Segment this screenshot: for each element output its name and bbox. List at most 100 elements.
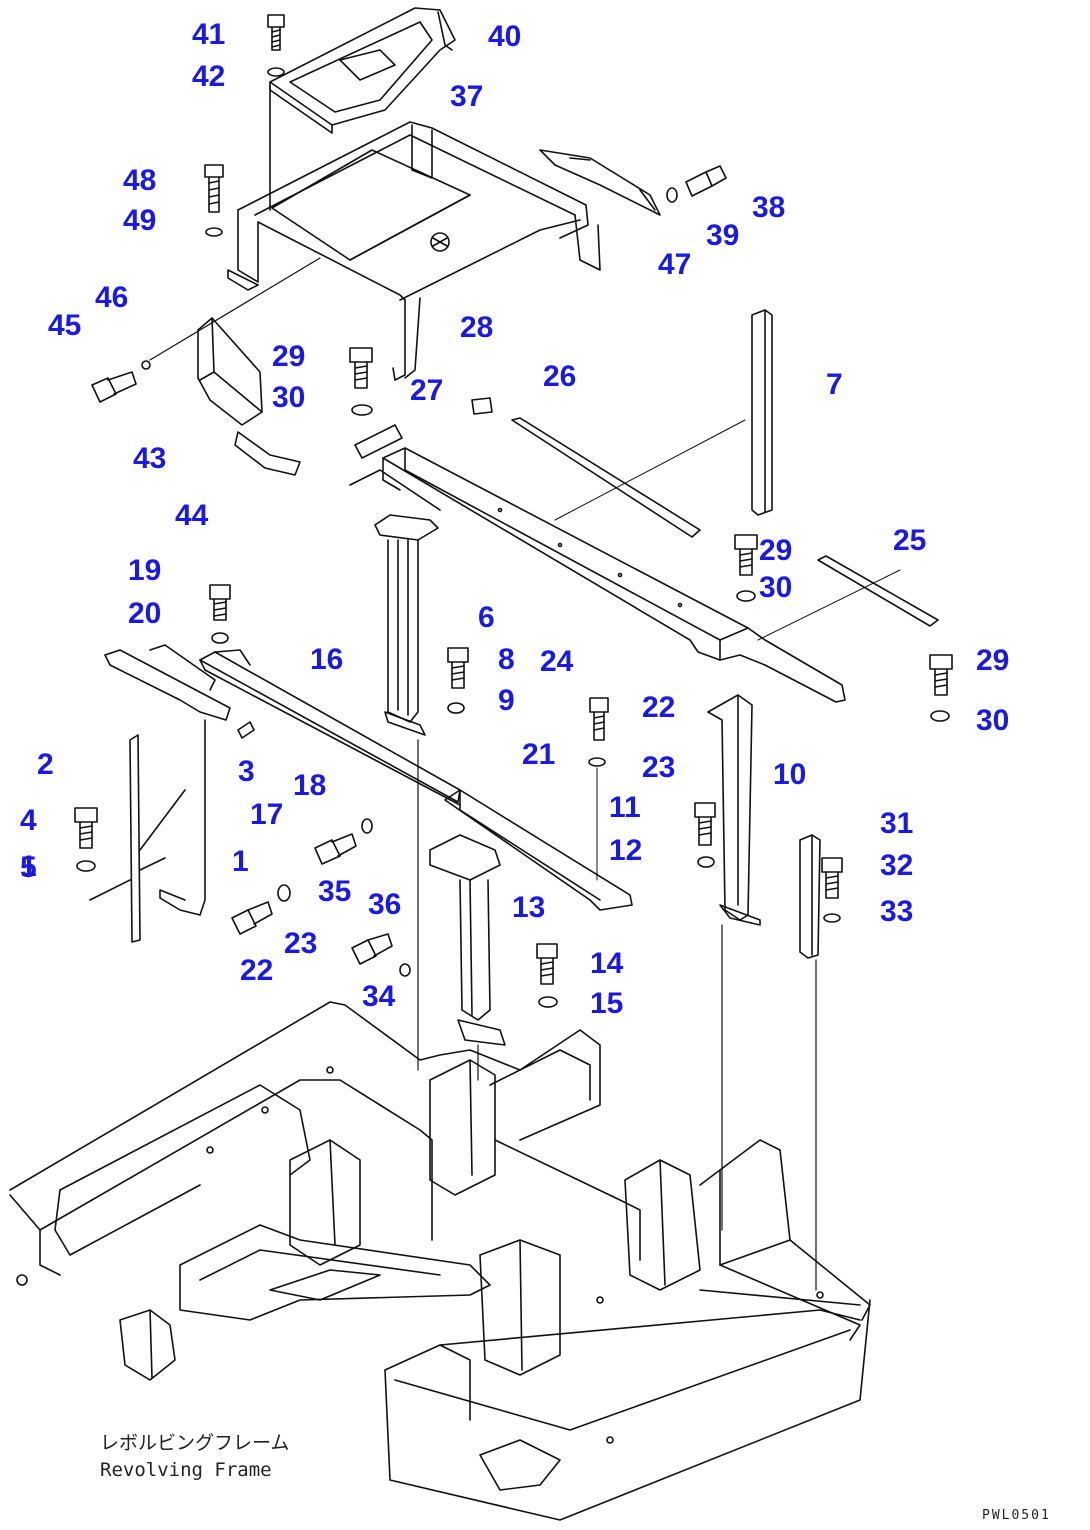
part-label: 43 bbox=[133, 442, 167, 475]
washer-9 bbox=[447, 702, 465, 714]
washer-18 bbox=[361, 818, 373, 834]
plate-44 bbox=[234, 431, 301, 476]
bolt-48 bbox=[204, 164, 224, 213]
washer-49 bbox=[205, 227, 223, 237]
part-label: 21 bbox=[522, 738, 556, 771]
part-label: 23 bbox=[284, 927, 318, 960]
washer-15 bbox=[538, 996, 558, 1008]
bracket-1 bbox=[104, 644, 231, 916]
part-label: 12 bbox=[609, 834, 643, 867]
part-label: 2 bbox=[37, 748, 54, 781]
part-label: 29 bbox=[272, 340, 306, 373]
bar-7 bbox=[751, 309, 773, 516]
part-label: 14 bbox=[590, 947, 624, 980]
post-13 bbox=[429, 834, 506, 1046]
part-label: 24 bbox=[540, 645, 574, 678]
bolt-17 bbox=[314, 833, 357, 865]
part-label: 32 bbox=[880, 849, 914, 882]
cover-43 bbox=[197, 317, 263, 426]
washer-23-b bbox=[277, 884, 291, 902]
part-label: 13 bbox=[512, 891, 546, 924]
part-label: 5 bbox=[20, 851, 37, 884]
spacer-3 bbox=[237, 721, 255, 739]
leader-25 bbox=[757, 569, 901, 641]
part-label: 23 bbox=[642, 751, 676, 784]
washer-30-a bbox=[351, 404, 373, 416]
bolt-38 bbox=[666, 165, 727, 203]
bar-27 bbox=[354, 424, 403, 459]
leader-7 bbox=[554, 419, 746, 521]
part-label: 20 bbox=[128, 597, 162, 630]
bracket-47 bbox=[539, 149, 661, 216]
plate-2 bbox=[89, 734, 186, 943]
frame-37 bbox=[227, 121, 601, 381]
washer-33 bbox=[823, 913, 841, 923]
part-label: 4 bbox=[20, 804, 37, 837]
bolt-41 bbox=[267, 14, 285, 51]
part-label: 25 bbox=[893, 524, 927, 557]
washer-30-c bbox=[930, 710, 950, 722]
part-label: 40 bbox=[488, 20, 522, 53]
bolt-29-a bbox=[349, 347, 373, 389]
bar-21 bbox=[444, 789, 633, 911]
part-label: 1 bbox=[232, 845, 249, 878]
part-label: 41 bbox=[192, 18, 226, 51]
washer-42 bbox=[267, 67, 285, 77]
part-label: 49 bbox=[123, 204, 157, 237]
part-label: 8 bbox=[498, 643, 515, 676]
bolt-22-a bbox=[589, 697, 609, 741]
part-label: 37 bbox=[450, 80, 484, 113]
part-label: 19 bbox=[128, 554, 162, 587]
part-label: 48 bbox=[123, 164, 157, 197]
leader-45 bbox=[149, 257, 321, 361]
washer-20 bbox=[211, 632, 229, 644]
part-label: 3 bbox=[238, 755, 255, 788]
bolt-8 bbox=[447, 647, 469, 689]
bolt-45 bbox=[91, 360, 151, 403]
caption-english: Revolving Frame bbox=[100, 1459, 272, 1481]
part-label: 22 bbox=[240, 954, 274, 987]
cover-plate-40 bbox=[269, 7, 456, 134]
part-label: 18 bbox=[293, 769, 327, 802]
part-label: 10 bbox=[773, 758, 807, 791]
drawing-code: PWL0501 bbox=[982, 1508, 1051, 1523]
part-label: 38 bbox=[752, 191, 786, 224]
part-label: 42 bbox=[192, 60, 226, 93]
part-label: 35 bbox=[318, 875, 352, 908]
part-label: 29 bbox=[759, 534, 793, 567]
bolt-32 bbox=[821, 857, 843, 899]
post-6 bbox=[349, 469, 441, 736]
part-label: 44 bbox=[175, 499, 209, 532]
part-label: 7 bbox=[826, 368, 843, 401]
part-label: 11 bbox=[609, 791, 641, 824]
part-label: 36 bbox=[368, 888, 402, 921]
part-label: 31 bbox=[880, 807, 914, 840]
bar-28 bbox=[471, 397, 493, 415]
part-label: 17 bbox=[250, 798, 284, 831]
revolving-frame bbox=[9, 1001, 871, 1521]
part-label: 34 bbox=[362, 980, 396, 1013]
part-label: 30 bbox=[272, 381, 306, 414]
bracket-31 bbox=[799, 834, 821, 959]
part-label: 30 bbox=[759, 571, 793, 604]
washer-12 bbox=[697, 856, 715, 868]
part-label: 29 bbox=[976, 644, 1010, 677]
part-label: 27 bbox=[410, 374, 444, 407]
bar-25 bbox=[817, 555, 939, 627]
part-label: 9 bbox=[498, 684, 515, 717]
bolt-29-b bbox=[734, 534, 758, 576]
part-label: 46 bbox=[95, 281, 129, 314]
part-label: 45 bbox=[48, 309, 82, 342]
part-label: 33 bbox=[880, 895, 914, 928]
beam-24 bbox=[382, 447, 846, 703]
bolt-19 bbox=[209, 584, 231, 621]
bolt-4 bbox=[74, 807, 98, 849]
part-label: 28 bbox=[460, 311, 494, 344]
part-label: 30 bbox=[976, 704, 1010, 737]
part-label: 1 bbox=[20, 850, 37, 883]
caption-japanese: レボルビングフレーム bbox=[100, 1432, 290, 1454]
bolt-14 bbox=[536, 943, 558, 985]
part-label: 6 bbox=[478, 601, 495, 634]
